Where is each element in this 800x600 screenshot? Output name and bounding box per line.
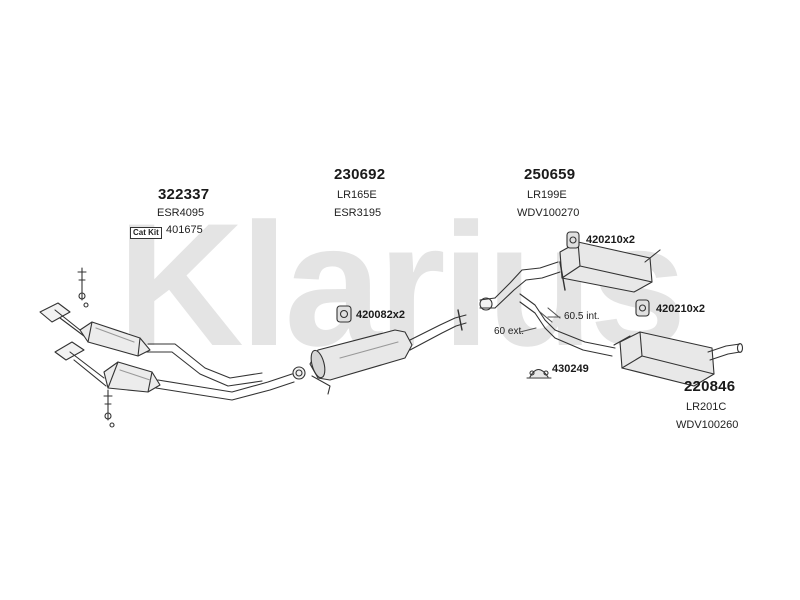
rear-upper-part-number: 250659	[524, 166, 576, 183]
upper-oxygen-sensor	[77, 267, 87, 301]
rear-inlet-connector	[479, 297, 493, 311]
center-silencer-inlet	[311, 375, 331, 395]
center-mount-rubber	[336, 305, 352, 323]
rear-pipe-assembly[interactable]	[479, 241, 744, 387]
lower-downpipe	[69, 351, 105, 379]
lower-intermediate-pipe	[157, 373, 293, 393]
upper-rear-pipe	[494, 261, 559, 299]
clamp-label: 430249	[552, 363, 589, 375]
clamp-part	[526, 368, 552, 379]
center-silencer-outlet	[409, 314, 467, 341]
upper-mount-label: 420210x2	[586, 234, 635, 246]
int-dimension: 60.5 int.	[564, 311, 600, 322]
center-silencer-part-number: 230692	[334, 166, 386, 183]
rear-silencer-ref1: LR201C	[686, 401, 727, 413]
rear-silencer-ref2: WDV100260	[676, 419, 739, 431]
rear-upper-ref2: WDV100270	[517, 207, 580, 219]
ext-dimension-leader	[519, 327, 537, 333]
center-silencer-ref1: LR165E	[337, 189, 377, 201]
upper-intermediate-pipe	[147, 343, 263, 379]
catkit-ref: 401675	[166, 224, 203, 236]
lower-rear-pipe	[519, 293, 616, 349]
tailpipe	[707, 343, 741, 353]
front-pipe-assembly[interactable]	[39, 267, 295, 428]
lower-mount-label: 420210x2	[656, 303, 705, 315]
rear-silencer-part-number: 220846	[684, 378, 736, 395]
rear-upper-ref1: LR199E	[527, 189, 567, 201]
lower-mount-rubber	[635, 299, 650, 317]
front-pipe-ref: ESR4095	[157, 207, 205, 219]
lower-oxygen-sensor	[103, 389, 113, 421]
catkit-badge: Cat Kit	[130, 227, 162, 239]
joint-clamp	[292, 366, 306, 380]
upper-manifold-flange	[39, 302, 71, 323]
upper-downpipe	[54, 309, 81, 331]
center-silencer-assembly[interactable]	[309, 309, 467, 395]
center-mount-label: 420082x2	[356, 309, 405, 321]
upper-mount-rubber	[566, 231, 580, 249]
pipe-cut-marks	[539, 307, 561, 323]
lower-manifold-flange	[54, 341, 85, 361]
ext-dimension: 60 ext.	[494, 326, 525, 337]
front-pipe-part-number: 322337	[158, 186, 210, 203]
center-silencer-ref2: ESR3195	[334, 207, 382, 219]
